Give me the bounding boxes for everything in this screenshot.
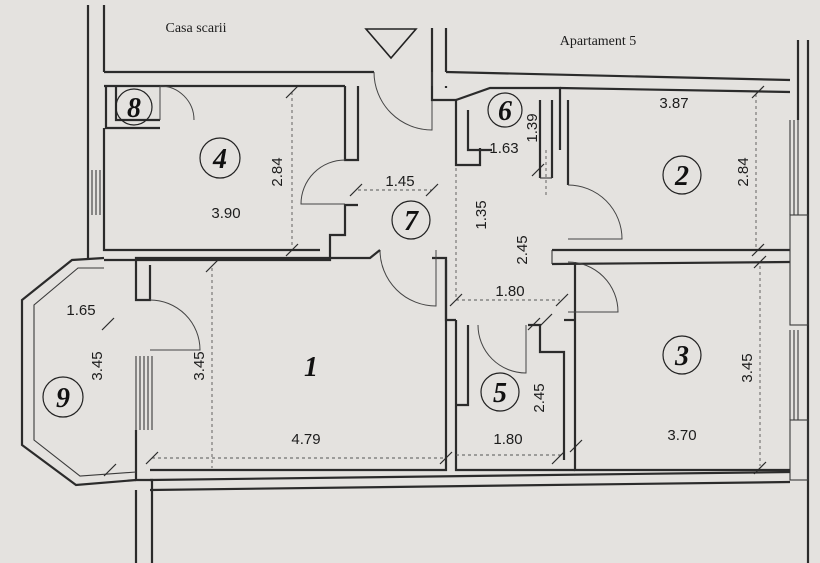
room-9-width: 1.65 <box>66 302 95 319</box>
hall-length: 2.45 <box>514 235 531 264</box>
room-6-label: 6 <box>487 92 523 128</box>
room-4-walls <box>102 86 360 262</box>
room-1-window <box>135 356 153 430</box>
room-5-walls <box>454 320 575 472</box>
right-windows <box>789 120 809 481</box>
room-1-height: 3.45 <box>191 351 208 380</box>
room-8-label: 8 <box>115 88 153 126</box>
room-7-width: 1.45 <box>385 173 414 190</box>
room-6-height: 1.39 <box>524 113 541 142</box>
room-6-walls <box>455 86 562 195</box>
svg-text:3: 3 <box>674 341 689 372</box>
svg-text:6: 6 <box>498 96 512 127</box>
room-5-width: 1.80 <box>493 431 522 448</box>
room-2-width: 3.87 <box>659 95 688 112</box>
room-4-width: 3.90 <box>211 205 240 222</box>
room-1-label: 1 <box>304 352 318 383</box>
room-9-height: 3.45 <box>89 351 106 380</box>
room-3-width: 3.70 <box>667 427 696 444</box>
room-1-width: 4.79 <box>291 431 320 448</box>
room-9-walls <box>20 210 137 487</box>
svg-text:8: 8 <box>127 93 141 124</box>
svg-text:1: 1 <box>304 352 318 383</box>
hall-width: 1.80 <box>495 283 524 300</box>
left-window <box>87 170 105 215</box>
room-7-height: 1.35 <box>473 200 490 229</box>
svg-text:4: 4 <box>212 144 227 175</box>
room-2-label: 2 <box>662 155 702 195</box>
room-8-walls <box>104 85 195 130</box>
entrance-marker-icon <box>364 28 418 60</box>
room-6-width: 1.63 <box>489 140 518 157</box>
corridor-walls <box>373 71 482 167</box>
room-9-label: 9 <box>42 376 84 418</box>
room-3-height: 3.45 <box>739 353 756 382</box>
room-4-label: 4 <box>199 137 241 179</box>
stair-label: Casa scarii <box>165 21 226 36</box>
svg-text:5: 5 <box>493 378 507 409</box>
bottom-wall <box>149 470 791 492</box>
room-2-walls <box>551 86 791 266</box>
apartment-label: Apartament 5 <box>560 34 637 49</box>
room-7-label: 7 <box>391 200 431 240</box>
room-3-label: 3 <box>662 335 702 375</box>
room-2-height: 2.84 <box>735 157 752 186</box>
room-1-walls <box>134 249 448 563</box>
dimension-ticks <box>101 85 767 477</box>
room-5-height: 2.45 <box>531 383 548 412</box>
room-5-label: 5 <box>480 372 520 412</box>
svg-text:9: 9 <box>56 383 70 414</box>
room-4-height: 2.84 <box>269 157 286 186</box>
svg-text:2: 2 <box>674 161 689 192</box>
svg-text:7: 7 <box>404 206 419 237</box>
